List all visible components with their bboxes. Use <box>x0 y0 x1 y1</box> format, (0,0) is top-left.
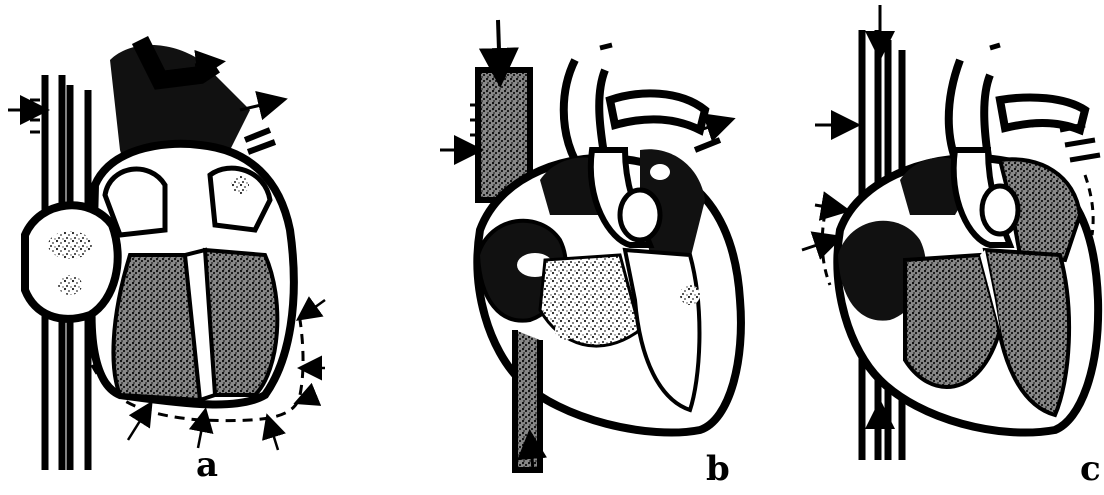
heart-panel-a <box>8 40 325 470</box>
heart-panel-b <box>440 20 741 470</box>
panel-label-a: a <box>196 448 218 482</box>
heart-panel-c <box>802 5 1100 460</box>
panel-label-b: b <box>706 452 730 486</box>
panel-label-c: c <box>1080 452 1101 486</box>
